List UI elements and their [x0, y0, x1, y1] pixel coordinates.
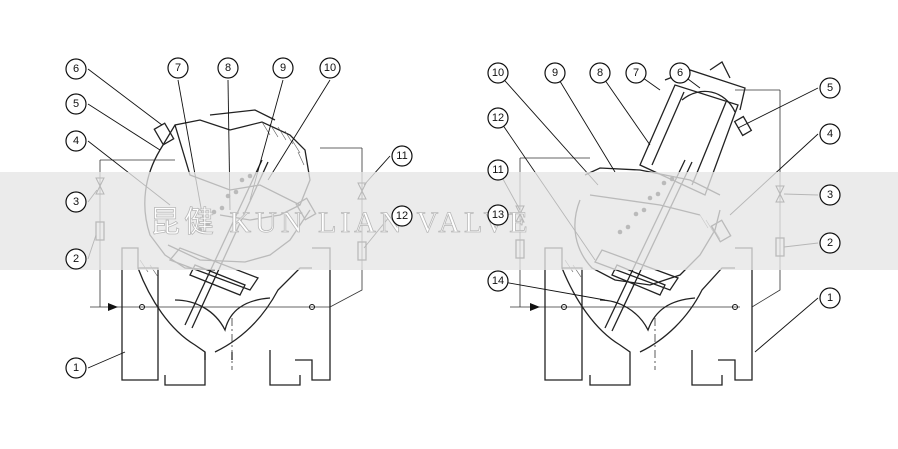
callout-right-1: 1: [819, 287, 841, 309]
callout-right-4: 4: [819, 123, 841, 145]
svg-text:11: 11: [396, 150, 407, 162]
svg-text:8: 8: [597, 67, 603, 79]
svg-text:2: 2: [73, 253, 79, 265]
callout-right-5: 5: [819, 77, 841, 99]
svg-text:7: 7: [633, 67, 639, 79]
callout-right-8: 8: [589, 62, 611, 84]
svg-text:7: 7: [175, 62, 181, 74]
svg-text:6: 6: [677, 67, 683, 79]
callout-left-10: 10: [319, 57, 341, 79]
svg-text:13: 13: [492, 209, 504, 221]
svg-text:12: 12: [492, 112, 504, 124]
callout-right-10: 10: [487, 62, 509, 84]
svg-text:5: 5: [73, 98, 79, 110]
svg-text:9: 9: [552, 67, 558, 79]
callout-right-11: 11: [487, 159, 509, 181]
callout-right-6: 6: [669, 62, 691, 84]
svg-text:8: 8: [225, 62, 231, 74]
svg-text:3: 3: [827, 189, 833, 201]
callout-left-9: 9: [272, 57, 294, 79]
callout-left-6: 6: [65, 58, 87, 80]
callout-right-7: 7: [625, 62, 647, 84]
callout-right-14: 14: [487, 270, 509, 292]
callout-right-13: 13: [487, 204, 509, 226]
callout-left-7: 7: [167, 57, 189, 79]
callout-left-3: 3: [65, 191, 87, 213]
svg-text:4: 4: [73, 135, 79, 147]
callout-left-2: 2: [65, 248, 87, 270]
callout-left-1: 1: [65, 357, 87, 379]
callout-right-12: 12: [487, 107, 509, 129]
right-callouts: 1 2 3 4 5 6 7 8 9 10 11 12 13 14: [487, 62, 841, 309]
svg-text:10: 10: [324, 62, 336, 74]
callout-right-2: 2: [819, 232, 841, 254]
svg-text:4: 4: [827, 128, 833, 140]
svg-text:5: 5: [827, 82, 833, 94]
svg-text:3: 3: [73, 196, 79, 208]
watermark-band: [0, 172, 898, 270]
callout-left-11: 11: [391, 145, 413, 167]
svg-text:1: 1: [827, 292, 833, 304]
callout-left-8: 8: [217, 57, 239, 79]
svg-text:12: 12: [396, 210, 408, 222]
callout-left-12: 12: [391, 205, 413, 227]
callout-right-3: 3: [819, 184, 841, 206]
svg-text:9: 9: [280, 62, 286, 74]
watermark-text: 昆健 KUN LIAN VALVE: [150, 206, 532, 239]
svg-text:11: 11: [492, 164, 503, 176]
callout-right-9: 9: [544, 62, 566, 84]
callout-left-4: 4: [65, 130, 87, 152]
left-callouts: 1 2 3 4 5 6 7 8 9 10 11 12: [65, 57, 413, 379]
svg-text:1: 1: [73, 362, 79, 374]
callout-left-5: 5: [65, 93, 87, 115]
svg-text:6: 6: [73, 63, 79, 75]
svg-text:10: 10: [492, 67, 504, 79]
svg-text:14: 14: [492, 275, 504, 287]
svg-text:2: 2: [827, 237, 833, 249]
